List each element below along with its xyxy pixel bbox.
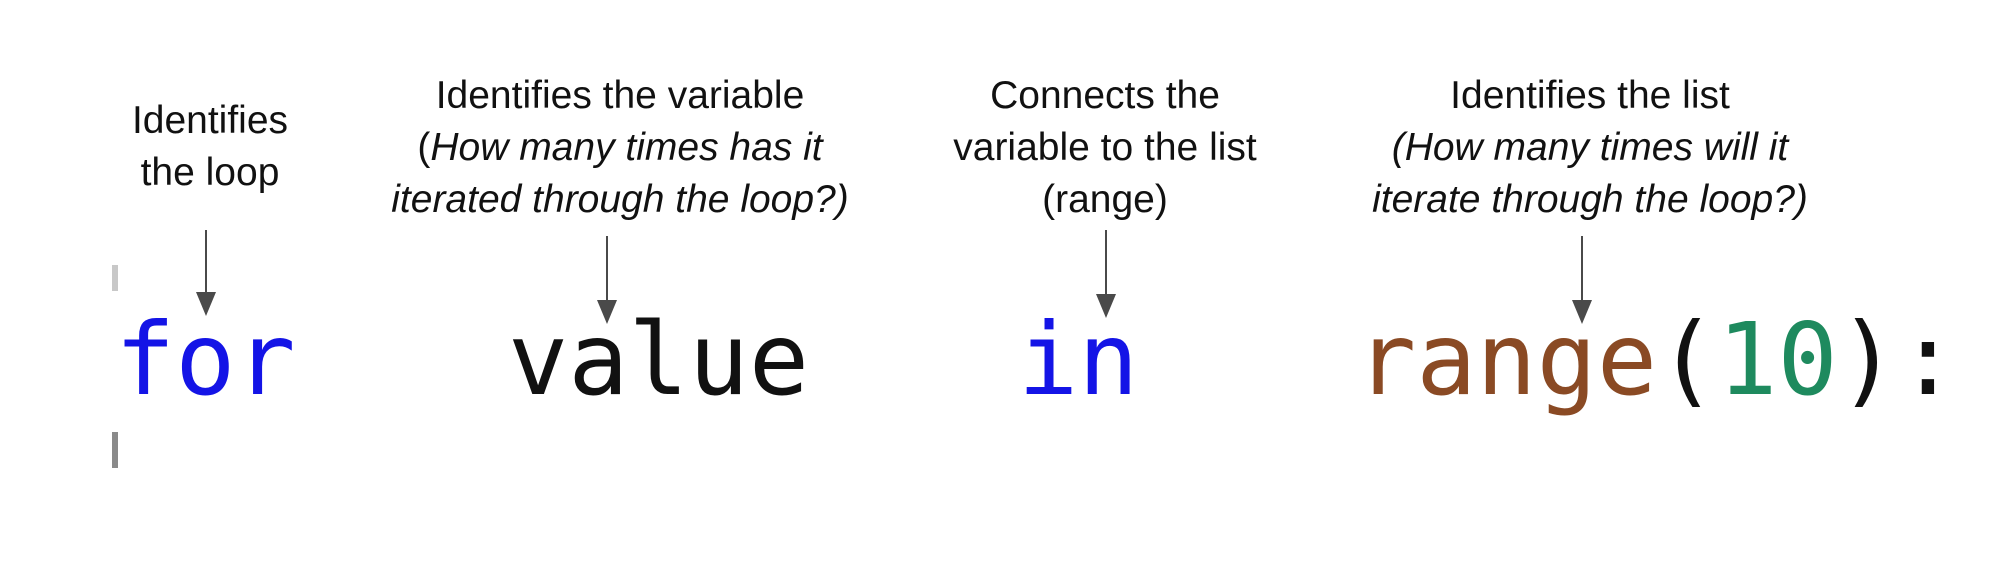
code-keyword-in: in: [1018, 301, 1139, 418]
annotation-variable-line-3: iterated through the loop?): [391, 178, 849, 221]
annotation-loop-line-2: the loop: [140, 151, 280, 194]
code-function-range: range: [1356, 301, 1658, 418]
annotation-variable-line-2: (How many times has it: [340, 122, 900, 174]
annotation-list: Identifies the list (How many times will…: [1310, 70, 1870, 226]
code-variable-value: value: [508, 301, 810, 418]
gutter-marker: [112, 432, 118, 468]
annotation-loop: Identifies the loop: [110, 95, 310, 199]
code-open-paren: (: [1657, 301, 1718, 418]
annotation-connector-line-3: (range): [1042, 178, 1168, 221]
annotation-list-line-2: (How many times will it: [1391, 126, 1789, 169]
annotation-connector-line-2: variable to the list: [953, 126, 1257, 169]
gutter-marker: [112, 265, 118, 291]
annotation-loop-line-1: Identifies: [131, 99, 289, 142]
annotation-list-line-1: Identifies the list: [1450, 74, 1730, 117]
code-close-paren: ): [1837, 301, 1898, 418]
annotation-connector-line-1: Connects the: [990, 74, 1220, 117]
code-keyword-for: for: [115, 301, 296, 418]
code-number-10: 10: [1717, 301, 1838, 418]
arrow-down-icon: [1096, 230, 1116, 318]
code-colon: :: [1897, 301, 1959, 418]
annotation-variable-paren: (: [417, 126, 431, 169]
annotation-variable-line-1: Identifies the variable: [435, 74, 805, 117]
code-range-call: range(10):: [1356, 300, 1958, 420]
annotation-variable: Identifies the variable (How many times …: [340, 70, 900, 226]
arrow-down-icon: [196, 230, 216, 316]
arrow-down-icon: [1572, 236, 1592, 324]
annotation-connector: Connects the variable to the list (range…: [925, 70, 1285, 226]
annotation-variable-question: How many times has it: [430, 126, 823, 169]
arrow-down-icon: [597, 236, 617, 324]
annotation-list-line-3: iterate through the loop?): [1372, 178, 1808, 221]
